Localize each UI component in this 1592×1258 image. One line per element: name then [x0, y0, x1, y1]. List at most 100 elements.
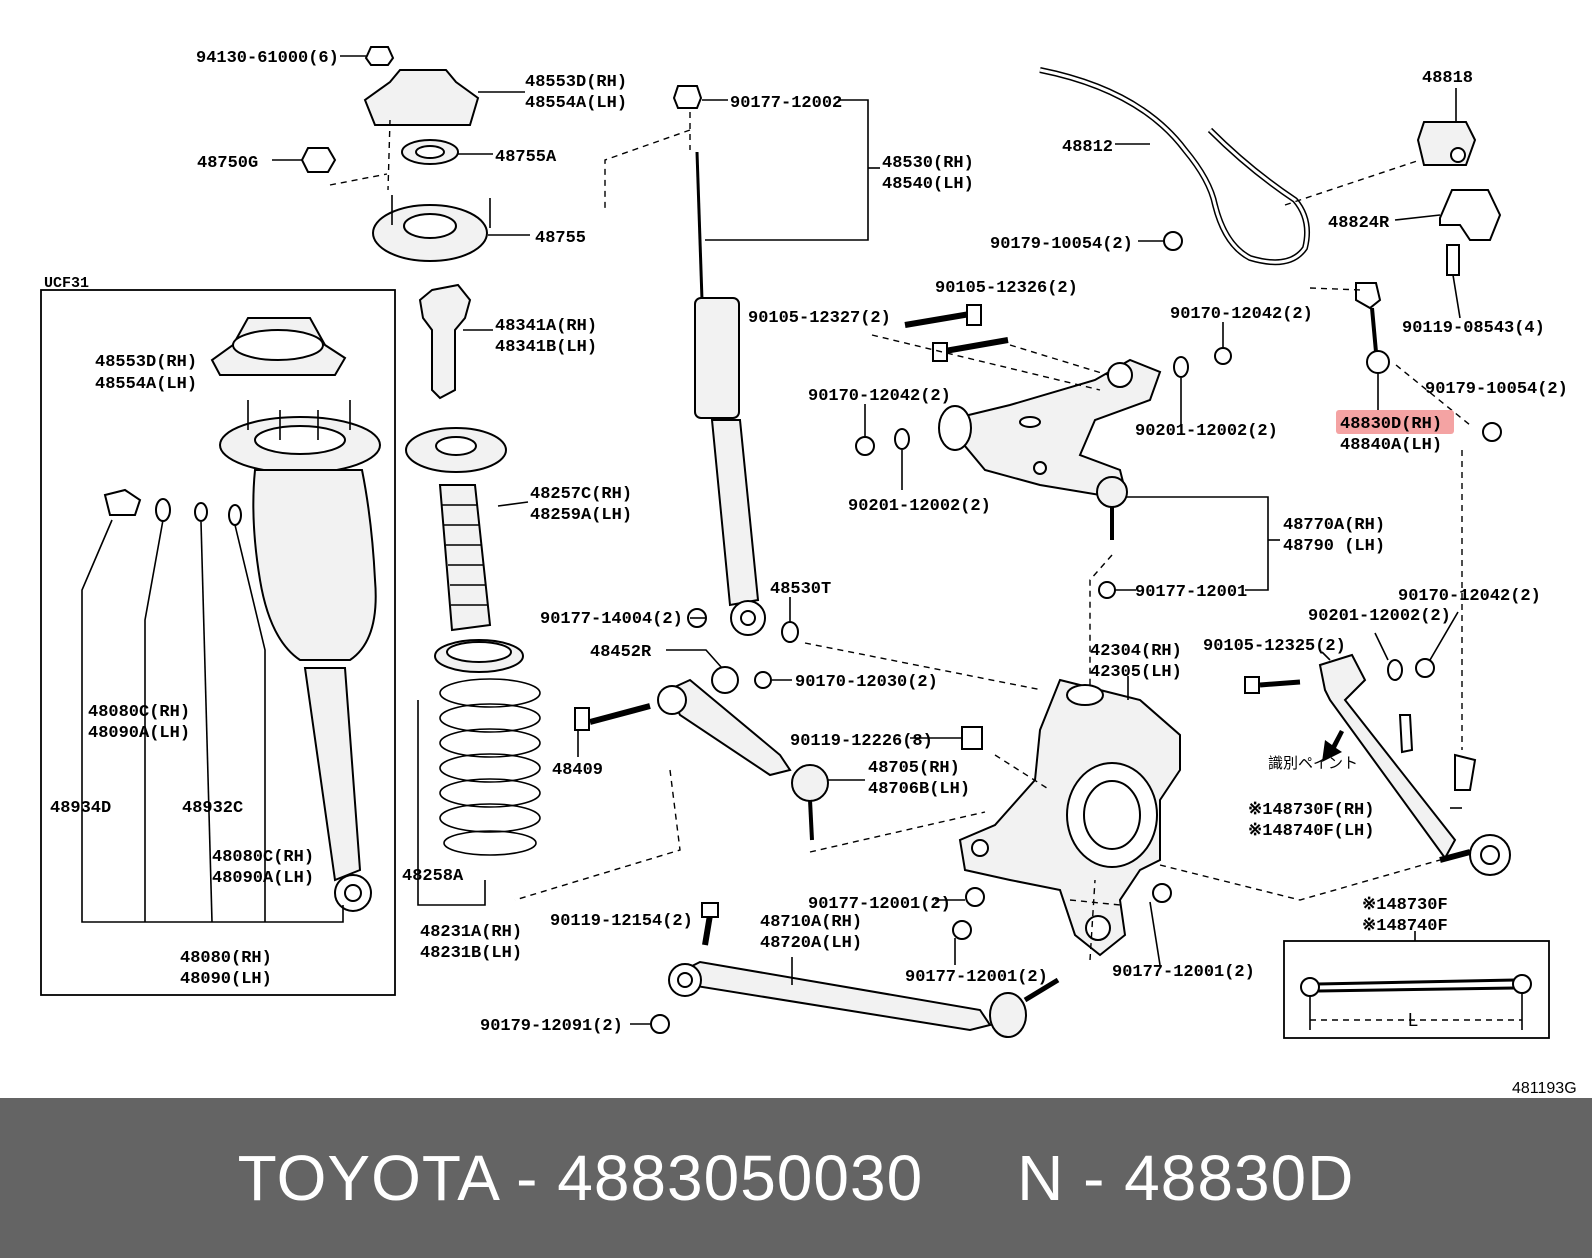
label-48090a-lh-a: 48090A(LH) — [88, 724, 190, 743]
label-48553d-rh-top: 48553D(RH) — [525, 73, 627, 92]
label-48818: 48818 — [1422, 69, 1473, 88]
bump-stopper-48341 — [418, 283, 472, 400]
upper-control-arm-48770a — [938, 358, 1162, 497]
label-48090a-lh-b: 48090A(LH) — [212, 869, 314, 888]
bolt-90105-12325-icon — [1244, 676, 1301, 694]
label-48530-rh: 48530(RH) — [882, 154, 974, 173]
label-90119-08543: 90119-08543(4) — [1402, 319, 1545, 338]
label-48706b-lh: 48706B(LH) — [868, 780, 970, 799]
part-caption-bar: TOYOTA - 4883050030 N - 48830D — [0, 1098, 1592, 1258]
dimension-l-label: L — [1408, 1010, 1418, 1030]
label-148740f-lh: ※148740F(LH) — [1248, 822, 1374, 841]
label-48824r: 48824R — [1328, 214, 1390, 233]
rod-length-inset-drawing — [1300, 974, 1532, 1030]
bumper-48750g-icon — [300, 147, 337, 173]
label-148730f-rh: ※148730F(RH) — [1248, 801, 1374, 820]
label-48231a-rh: 48231A(RH) — [420, 923, 522, 942]
bolt-90119-12226-icon — [961, 726, 983, 750]
identification-paint-arrow-icon — [1322, 730, 1344, 762]
bolt-90105-12327-icon — [904, 304, 982, 328]
ucf31-variant-box — [40, 289, 396, 996]
bolt-90119-08543-icon — [1446, 244, 1460, 276]
label-48840a-lh: 48840A(LH) — [1340, 436, 1442, 455]
label-148730f-box: ※148730F — [1362, 896, 1448, 915]
stabilizer-bar-48812 — [1039, 67, 1310, 266]
label-90119-12154: 90119-12154(2) — [550, 912, 693, 931]
label-90170-12042-a: 90170-12042(2) — [1170, 305, 1313, 324]
ucf31-label: UCF31 — [44, 275, 89, 292]
label-48080c-rh-a: 48080C(RH) — [88, 703, 190, 722]
rod-length-inset-box — [1283, 940, 1550, 1039]
label-48080-rh: 48080(RH) — [180, 949, 272, 968]
nut-90179-12091-icon — [650, 1014, 670, 1034]
nut-90179-10054-a-icon — [1163, 231, 1183, 251]
air-spring-upper-mount — [210, 317, 347, 376]
label-48812: 48812 — [1062, 138, 1113, 157]
coil-spring-48231a — [439, 678, 541, 856]
label-48257c-rh: 48257C(RH) — [530, 485, 632, 504]
label-48080c-rh-b: 48080C(RH) — [212, 848, 314, 867]
label-48409: 48409 — [552, 761, 603, 780]
label-48553d-rh-box: 48553D(RH) — [95, 353, 197, 372]
label-90177-12001-c: 90177-12001(2) — [905, 968, 1048, 987]
label-90170-12042-c: 90170-12042(2) — [1398, 587, 1541, 606]
label-48554a-lh-top: 48554A(LH) — [525, 94, 627, 113]
lateral-control-arm-48730f — [1318, 653, 1511, 876]
label-48452r: 48452R — [590, 643, 652, 662]
label-90177-12001-b: 90177-12001(2) — [808, 895, 951, 914]
label-90119-12226: 90119-12226(8) — [790, 732, 933, 751]
stabilizer-bushing-48818 — [1416, 121, 1477, 166]
label-90179-12091: 90179-12091(2) — [480, 1017, 623, 1036]
label-48259a-lh: 48259A(LH) — [530, 506, 632, 525]
label-90201-12002-c: 90201-12002(2) — [1308, 607, 1451, 626]
ball-joint-48790 — [1096, 476, 1128, 540]
label-48755a: 48755A — [495, 148, 557, 167]
nut-94130-icon — [364, 46, 395, 66]
label-148740f-box: ※148740F — [1362, 917, 1448, 936]
spring-seat-48257c — [405, 427, 507, 473]
label-48341b-lh: 48341B(LH) — [495, 338, 597, 357]
label-90179-10054-b: 90179-10054(2) — [1425, 380, 1568, 399]
label-48090-lh: 48090(LH) — [180, 970, 272, 989]
label-90105-12326: 90105-12326(2) — [935, 279, 1078, 298]
upper-support-cap — [363, 69, 480, 126]
toe-control-rod-48710a — [668, 960, 1060, 1038]
nut-90177-12001-d-icon — [1152, 883, 1172, 903]
label-90177-12002: 90177-12002 — [730, 94, 842, 113]
label-90105-12327: 90105-12327(2) — [748, 309, 891, 328]
label-48530t: 48530T — [770, 580, 831, 599]
o-ring-a-icon — [155, 498, 171, 522]
suspension-exploded-diagram: UCF31 — [40, 46, 1577, 1097]
leader-lines — [272, 55, 1462, 1025]
o-ring-b-icon — [194, 502, 208, 522]
label-90179-10054-a: 90179-10054(2) — [990, 235, 1133, 254]
label-48720a-lh: 48720A(LH) — [760, 934, 862, 953]
nut-90170-12042-b-icon — [855, 436, 875, 456]
washer-48530t-icon — [781, 621, 799, 643]
shock-absorber-48530 — [672, 85, 766, 636]
label-42304-rh: 42304(RH) — [1090, 642, 1182, 661]
label-48258a: 48258A — [402, 867, 464, 886]
bolt-90119-12154-icon — [701, 902, 719, 946]
label-48710a-rh: 48710A(RH) — [760, 913, 862, 932]
label-90201-12002-b: 90201-12002(2) — [848, 497, 991, 516]
label-48554a-lh-box: 48554A(LH) — [95, 375, 197, 394]
nut-90177-12001-b-icon — [965, 887, 985, 907]
nut-90170-12030-icon — [754, 671, 772, 689]
label-48830d-rh: 48830D(RH) — [1340, 415, 1442, 434]
label-48341a-rh: 48341A(RH) — [495, 317, 597, 336]
ball-joint-48705 — [791, 764, 829, 841]
label-42305-lh: 42305(LH) — [1090, 663, 1182, 682]
label-48790-lh: 48790 (LH) — [1283, 537, 1385, 556]
label-48750g: 48750G — [197, 154, 258, 173]
label-90177-14004: 90177-14004(2) — [540, 610, 683, 629]
bolt-90105-12326-icon — [932, 337, 1009, 362]
nut-90170-12042-c-icon — [1415, 658, 1435, 678]
label-90170-12030: 90170-12030(2) — [795, 673, 938, 692]
identification-paint-note: 識別ペイント — [1268, 755, 1358, 772]
label-48755: 48755 — [535, 229, 586, 248]
washer-90201-12002-b-icon — [894, 428, 910, 450]
label-90177-12001-d: 90177-12001(2) — [1112, 963, 1255, 982]
label-90170-12042-b: 90170-12042(2) — [808, 387, 951, 406]
label-90177-12001-a: 90177-12001 — [1135, 583, 1247, 602]
